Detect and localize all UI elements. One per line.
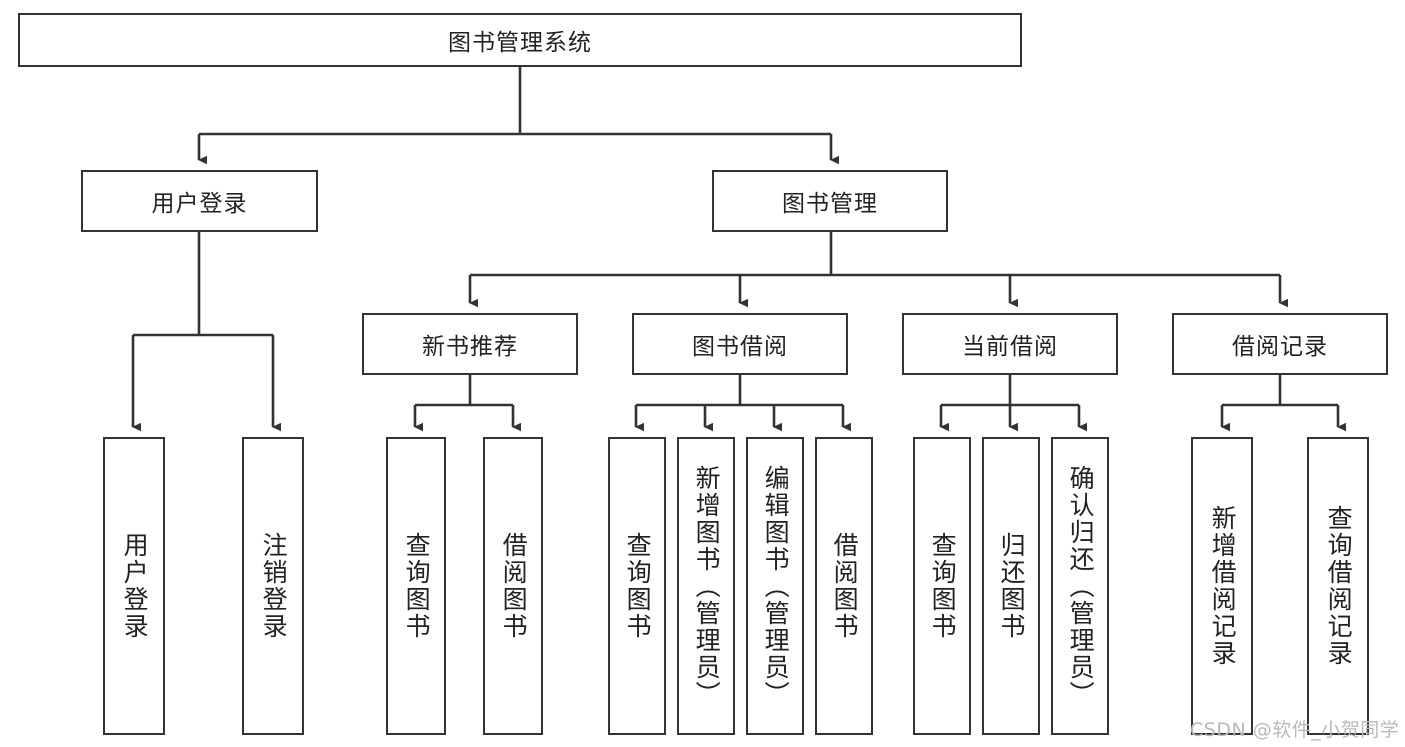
node-label: 新增借阅记录	[1208, 505, 1238, 667]
leaf-current-borrow-query[interactable]: 查询图书	[913, 437, 971, 735]
node-label: 图书借阅	[692, 334, 788, 360]
node-user-login[interactable]: 用户登录	[81, 170, 318, 232]
node-label: 编辑图书（管理员）	[761, 464, 791, 708]
node-label: 用户登录	[120, 532, 150, 640]
node-new-book-recommend[interactable]: 新书推荐	[362, 313, 578, 375]
node-book-management[interactable]: 图书管理	[712, 170, 948, 232]
node-book-borrow[interactable]: 图书借阅	[632, 313, 848, 375]
leaf-borrow-record-add[interactable]: 新增借阅记录	[1191, 437, 1253, 735]
node-label: 确认归还（管理员）	[1066, 464, 1096, 708]
node-label: 图书管理系统	[448, 30, 592, 56]
leaf-book-borrow-add[interactable]: 新增图书（管理员）	[677, 437, 735, 735]
node-label: 用户登录	[151, 191, 248, 217]
node-root-system[interactable]: 图书管理系统	[18, 13, 1022, 67]
leaf-book-borrow-query[interactable]: 查询图书	[608, 437, 666, 735]
node-label: 借阅记录	[1232, 334, 1328, 360]
node-label: 图书管理	[782, 191, 878, 217]
node-label: 新增图书（管理员）	[692, 464, 722, 708]
node-label: 查询图书	[402, 532, 432, 640]
node-label: 查询图书	[623, 532, 653, 640]
node-label: 注销登录	[259, 532, 289, 640]
leaf-new-book-query[interactable]: 查询图书	[386, 437, 446, 735]
node-label: 查询图书	[928, 532, 958, 640]
node-label: 借阅图书	[830, 532, 860, 640]
leaf-user-login-login[interactable]: 用户登录	[103, 437, 165, 735]
node-current-borrow[interactable]: 当前借阅	[902, 313, 1118, 375]
leaf-book-borrow-edit[interactable]: 编辑图书（管理员）	[746, 437, 804, 735]
leaf-current-borrow-return[interactable]: 归还图书	[982, 437, 1040, 735]
leaf-new-book-borrow[interactable]: 借阅图书	[483, 437, 543, 735]
leaf-user-login-logout[interactable]: 注销登录	[242, 437, 304, 735]
node-label: 新书推荐	[422, 334, 518, 360]
leaf-book-borrow-borrow[interactable]: 借阅图书	[815, 437, 873, 735]
node-borrow-record[interactable]: 借阅记录	[1172, 313, 1388, 375]
leaf-current-borrow-confirm-return[interactable]: 确认归还（管理员）	[1051, 437, 1109, 735]
node-label: 归还图书	[997, 532, 1027, 640]
node-label: 查询借阅记录	[1324, 505, 1354, 667]
node-label: 借阅图书	[499, 532, 529, 640]
leaf-borrow-record-query[interactable]: 查询借阅记录	[1307, 437, 1369, 735]
node-label: 当前借阅	[962, 334, 1058, 360]
